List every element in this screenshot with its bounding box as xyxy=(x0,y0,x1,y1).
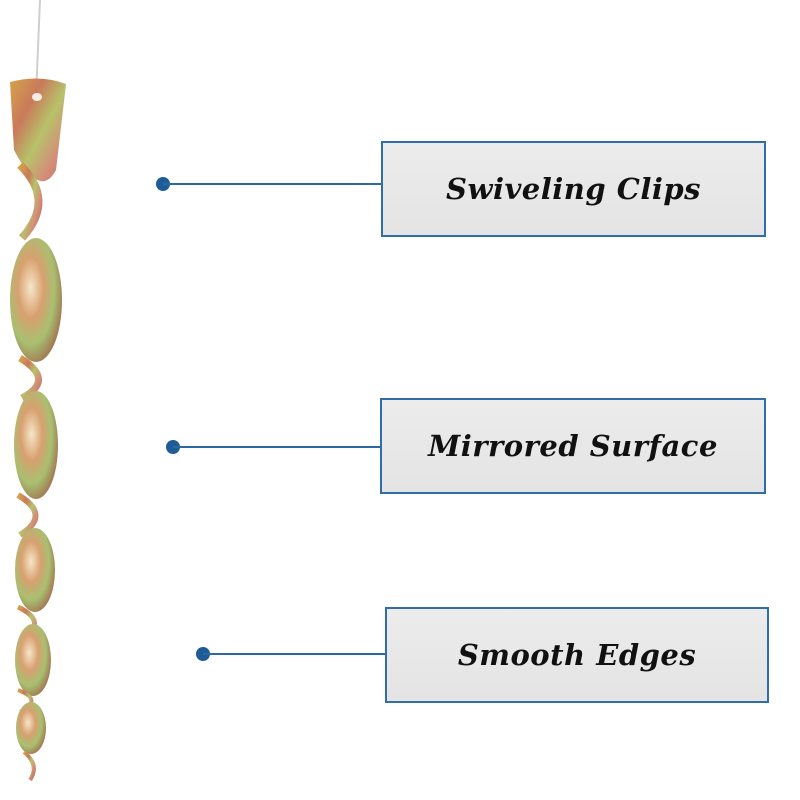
connector-line xyxy=(173,446,383,448)
connector-line xyxy=(203,653,388,655)
feature-label-box: Smooth Edges xyxy=(385,607,769,703)
spiral-reflector-image xyxy=(10,0,66,782)
connector-line xyxy=(163,183,383,185)
feature-label: Smooth Edges xyxy=(457,638,697,672)
feature-label: Mirrored Surface xyxy=(428,429,718,463)
feature-label-box: Swiveling Clips xyxy=(381,141,766,237)
feature-label: Swiveling Clips xyxy=(446,172,701,206)
feature-label-box: Mirrored Surface xyxy=(380,398,766,494)
